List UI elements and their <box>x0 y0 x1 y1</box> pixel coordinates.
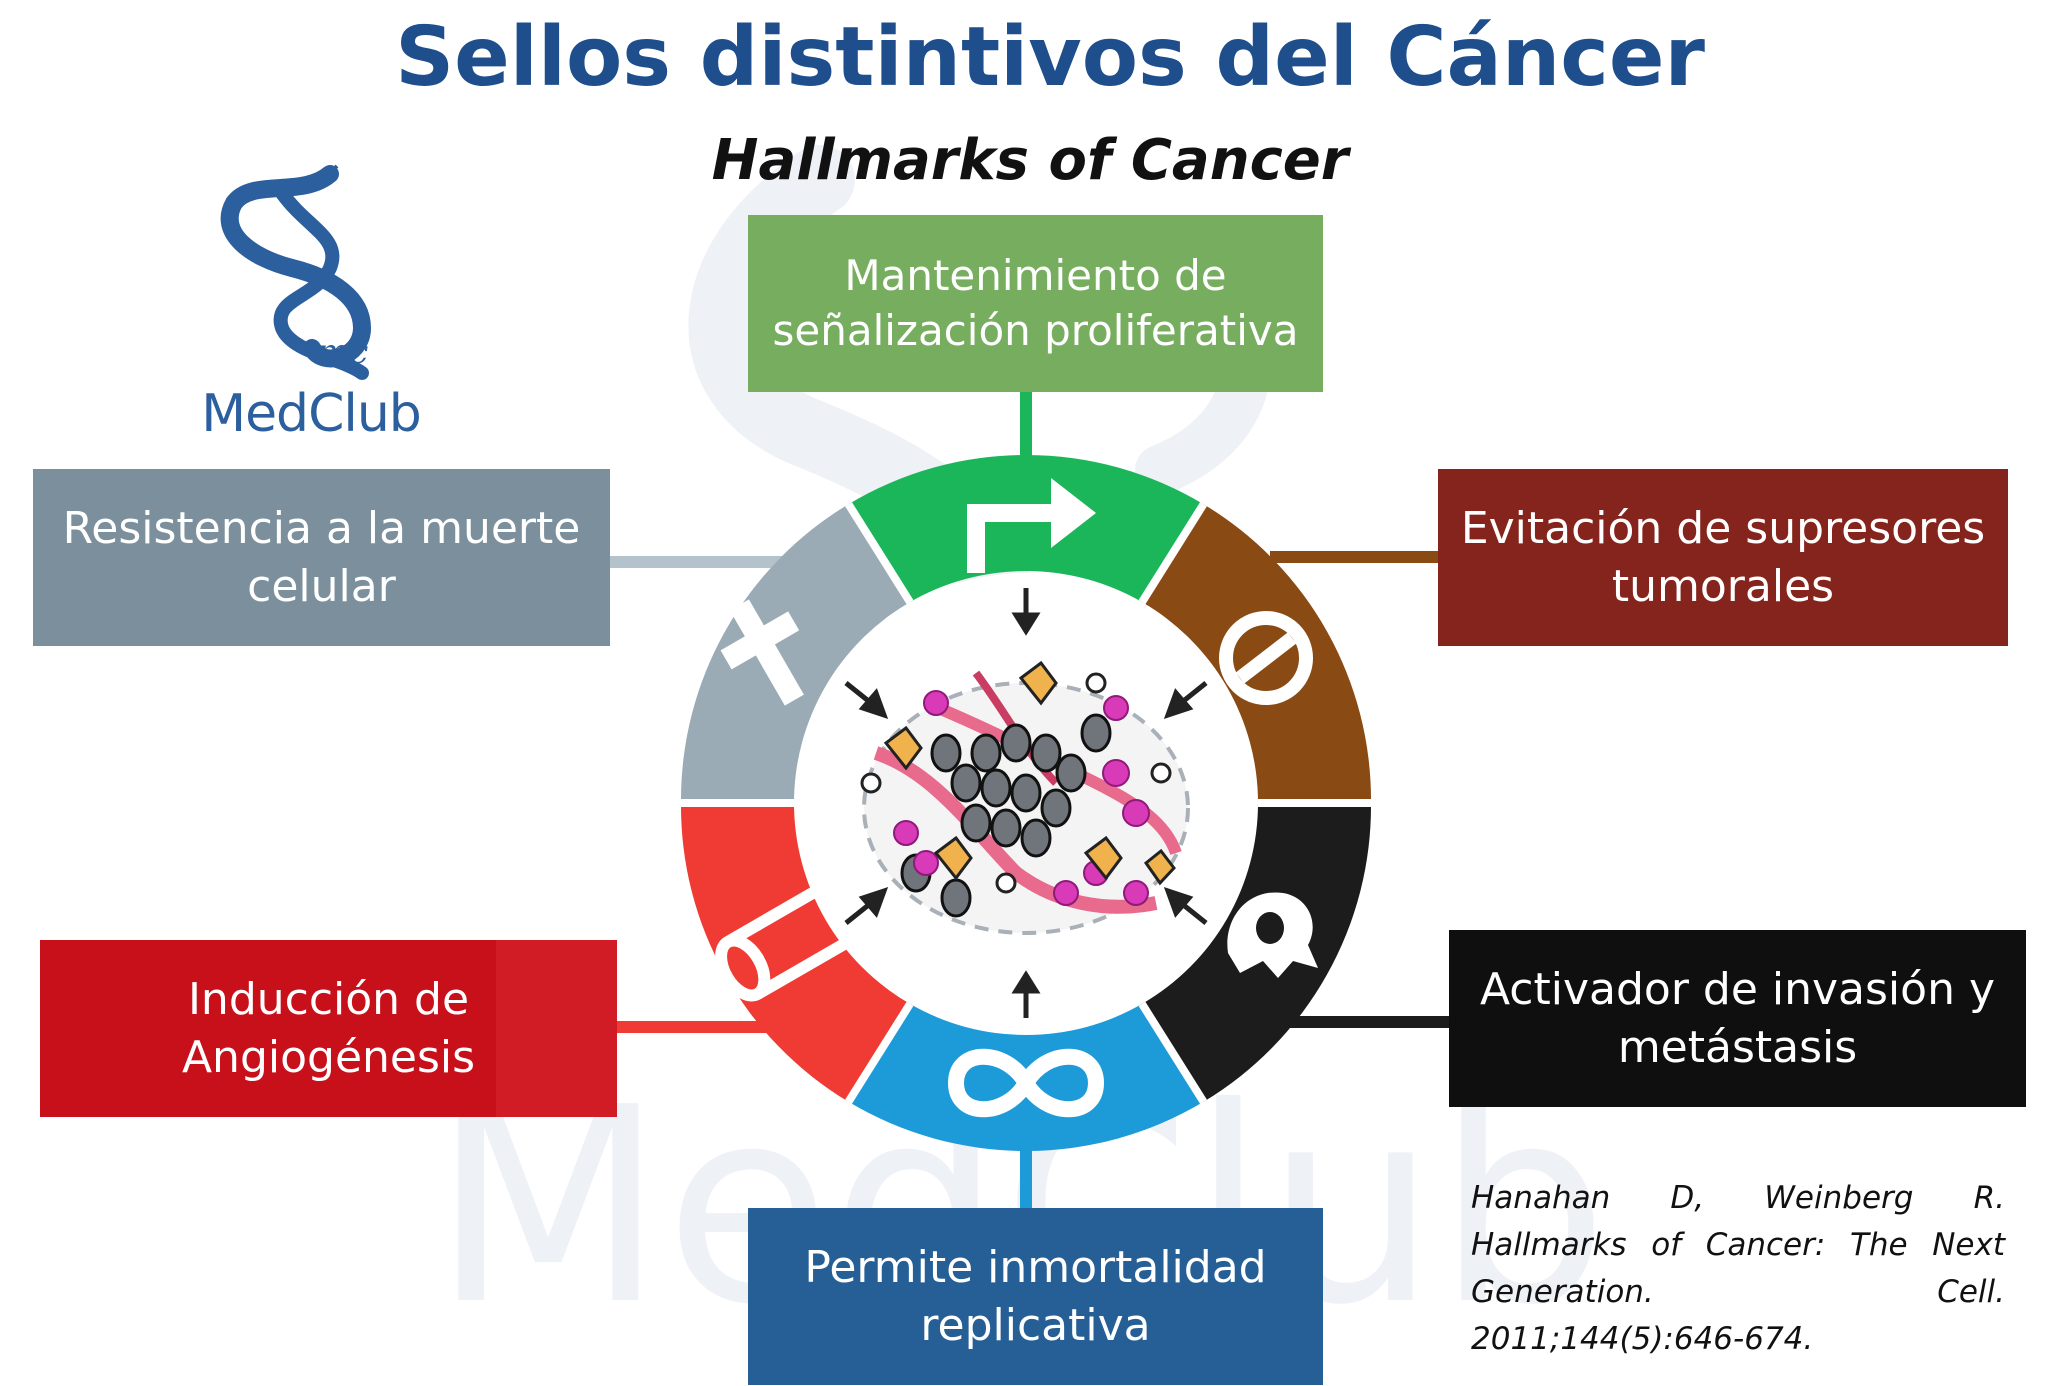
caduceus-snake-icon: mc <box>220 164 372 380</box>
hallmark-evading-growth-suppressors: Evitación de supresores tumorales <box>1438 469 2008 646</box>
inward-arrows <box>844 588 1208 1018</box>
hallmark-replicative-immortality: Permite inmortalidad replicativa <box>748 1208 1323 1385</box>
segment-angiogenesis <box>680 803 910 1102</box>
hallmark-angiogenesis: Inducción de Angiogénesis <box>40 940 617 1117</box>
bent-arrow-head-icon <box>1051 478 1096 548</box>
invasive-cell-icon <box>1227 892 1318 978</box>
infinity-icon <box>947 1048 1105 1118</box>
hallmark-resisting-cell-death: Resistencia a la muerte celular <box>33 469 610 646</box>
logo-text: MedClub <box>201 384 422 444</box>
hallmark-invasion-metastasis: Activador de invasión y metástasis <box>1449 930 2026 1107</box>
tumor-cells-icon <box>860 660 1190 935</box>
cross-icon <box>720 599 804 706</box>
reference-citation: Hanahan D, Weinberg R. Hallmarks of Canc… <box>1471 1180 2005 1357</box>
hallmark-proliferative-signaling: Mantenimiento de señalización proliferat… <box>748 215 1323 392</box>
segment-proliferative <box>848 455 1204 603</box>
segment-tumor-suppressors <box>1142 504 1372 803</box>
no-entry-icon <box>1219 611 1313 705</box>
bent-arrow-icon <box>967 504 1056 573</box>
hallmarks-wheel <box>680 455 1372 1151</box>
segment-cell-death <box>680 504 910 803</box>
page-subtitle: Hallmarks of Cancer <box>711 128 1349 193</box>
page-title: Sellos distintivos del Cáncer <box>395 10 1705 105</box>
svg-text:mc: mc <box>317 332 368 372</box>
